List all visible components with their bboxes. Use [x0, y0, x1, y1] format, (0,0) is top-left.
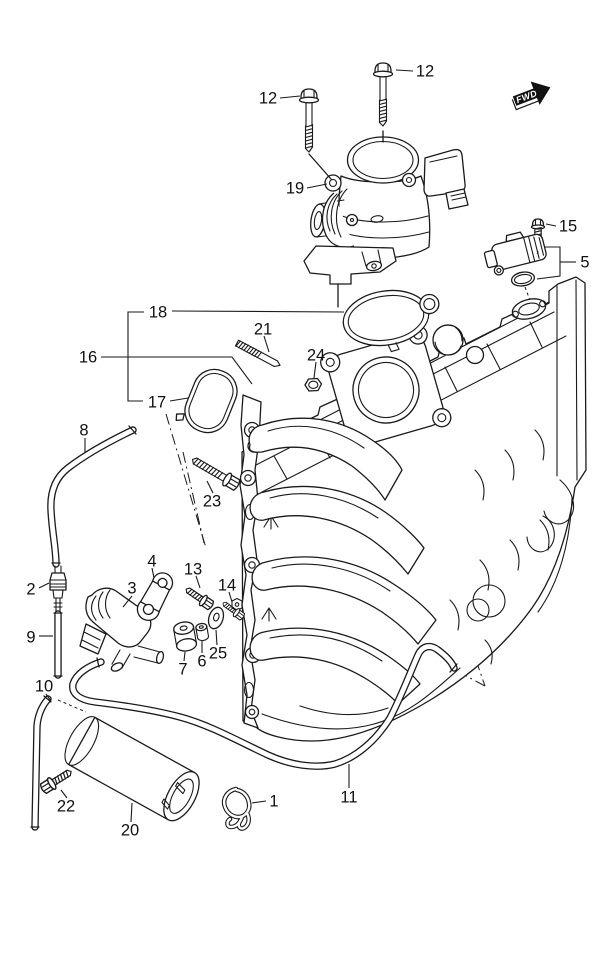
leader-line-17 — [169, 397, 189, 402]
check-valve — [49, 565, 67, 613]
tb-bolt-boss — [324, 174, 342, 192]
leader-line-2 — [38, 582, 50, 589]
callout-12b: 12 — [416, 63, 434, 81]
leader-line-15 — [545, 223, 557, 227]
tps-sensor — [423, 148, 469, 210]
intake-manifold — [231, 276, 587, 742]
leader-line-20 — [130, 802, 133, 823]
valve-bracket — [136, 572, 174, 622]
alignment-arrow — [261, 607, 277, 622]
callout-19: 19 — [286, 180, 304, 198]
leader-line-14 — [228, 591, 233, 603]
leader-line-23 — [206, 480, 214, 494]
leader-line-16 — [101, 356, 253, 385]
hose-9 — [53, 610, 63, 679]
map-sensor — [483, 231, 547, 276]
callout-3: 3 — [127, 580, 136, 598]
leader-line-10 — [45, 693, 52, 702]
callout-17: 17 — [148, 394, 166, 412]
callout-10: 10 — [35, 678, 53, 696]
leader-line-19 — [306, 183, 328, 189]
leader-line-18 — [171, 310, 345, 313]
hose-11 — [69, 642, 458, 770]
callout-6: 6 — [197, 653, 206, 671]
callout-11: 11 — [340, 789, 357, 807]
callout-15: 15 — [559, 218, 577, 236]
washer — [207, 606, 225, 630]
callout-23: 23 — [203, 493, 221, 511]
leader-line-22 — [60, 789, 68, 799]
canister-bolt — [37, 765, 76, 796]
hose-clip — [221, 786, 252, 831]
leader-line-25 — [215, 629, 218, 646]
fwd-arrow-3d-edge — [511, 99, 539, 111]
callout-14: 14 — [218, 577, 236, 595]
callout-22: 22 — [57, 798, 75, 816]
callout-1: 1 — [269, 793, 278, 811]
sensor-port — [511, 298, 547, 320]
manifold-gasket — [175, 368, 238, 434]
sensor-o-ring — [510, 271, 536, 287]
solenoid-valve — [79, 587, 165, 672]
leader-line-13 — [195, 575, 201, 589]
fwd-arrow-icon — [512, 81, 551, 106]
leader-line-7 — [183, 651, 186, 662]
callout-12a: 12 — [259, 90, 277, 108]
leader-line-12a — [279, 95, 301, 99]
leader-line-4 — [151, 567, 155, 579]
throttle-body-gasket — [342, 289, 440, 353]
callout-7: 7 — [178, 661, 187, 679]
callout-24: 24 — [307, 347, 325, 365]
callout-25: 25 — [209, 645, 227, 663]
spacer — [195, 622, 210, 642]
tb-bracket — [303, 245, 397, 285]
callout-4: 4 — [147, 553, 156, 571]
leader-line-24 — [313, 361, 317, 379]
surface-scallops — [449, 429, 550, 665]
leader-line-12b — [395, 69, 414, 72]
vapor-canister — [64, 716, 200, 822]
flange-bolt-12-right — [372, 62, 394, 143]
callout-20: 20 — [121, 822, 139, 840]
callout-21: 21 — [254, 321, 272, 339]
callout-5: 5 — [580, 254, 589, 272]
fwd-badge: FWD — [511, 81, 551, 111]
stud — [234, 339, 281, 368]
flange-bolt — [188, 452, 243, 493]
leader-line-1 — [251, 800, 267, 804]
manifold-runners — [248, 417, 437, 705]
callout-18: 18 — [149, 304, 167, 322]
callout-16: 16 — [79, 349, 97, 367]
callout-2: 2 — [26, 581, 35, 599]
tb-bolt-boss — [401, 172, 417, 188]
hose-10 — [30, 695, 52, 831]
callout-13: 13 — [184, 561, 202, 579]
leader-line-3 — [122, 595, 133, 608]
leader-line-21 — [263, 335, 270, 353]
callout-8: 8 — [79, 422, 88, 440]
grommet — [173, 621, 198, 652]
leader-line-5 — [536, 246, 561, 280]
flange-bolt-12-left — [298, 88, 332, 180]
throttle-body — [303, 136, 469, 308]
bracket-screw — [182, 583, 216, 612]
hose-8 — [47, 425, 137, 568]
flange-nut — [304, 377, 323, 392]
callout-9: 9 — [26, 629, 35, 647]
